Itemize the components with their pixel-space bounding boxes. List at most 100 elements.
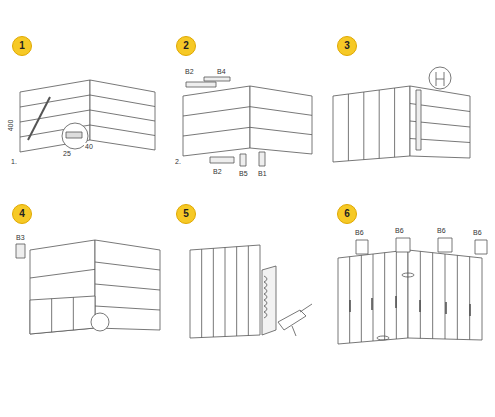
- door-line: [73, 297, 74, 330]
- part-label: B6: [472, 229, 483, 236]
- shelf-line: [250, 127, 312, 134]
- door-line: [236, 247, 237, 336]
- door-handle: [469, 304, 471, 316]
- door-handle: [371, 298, 373, 310]
- door-line: [348, 94, 349, 161]
- cabinet-face: [190, 245, 260, 338]
- door-line: [373, 254, 374, 341]
- door-line: [445, 254, 446, 339]
- door-line: [361, 255, 362, 342]
- part-label: 1.: [10, 158, 18, 165]
- door-line: [225, 248, 226, 337]
- shelf-line: [30, 269, 95, 278]
- door-line: [432, 253, 433, 339]
- part-label: B6: [394, 227, 405, 234]
- cabinet-face: [30, 240, 95, 334]
- detail-box: [438, 238, 452, 252]
- shelf-line: [183, 107, 250, 116]
- shelf-line: [95, 284, 160, 290]
- part-icon: [16, 244, 25, 258]
- glue-gun: [278, 304, 312, 336]
- part-label: B6: [436, 227, 447, 234]
- step-number: 6: [337, 204, 357, 224]
- part-label: 40: [84, 143, 94, 150]
- door-line: [394, 88, 395, 157]
- detail-inset: [91, 313, 109, 331]
- cabinet-face: [250, 86, 312, 154]
- plinth-part: [204, 77, 230, 81]
- part-label: 400: [7, 119, 14, 133]
- detail-box: [475, 240, 487, 254]
- part-label: B1: [257, 170, 268, 177]
- detail-box: [396, 238, 410, 252]
- step-label: 6: [344, 209, 350, 219]
- step-number: 3: [337, 36, 357, 56]
- door-handle: [395, 296, 397, 308]
- detail-box: [356, 240, 368, 254]
- plinth-part: [240, 154, 246, 166]
- cabinet-face: [183, 86, 250, 156]
- shelf-line: [90, 110, 155, 121]
- cabinet-face: [30, 296, 95, 334]
- part-label: B2: [212, 168, 223, 175]
- part-label: B5: [238, 170, 249, 177]
- door-line: [201, 249, 202, 337]
- step-label: 3: [344, 41, 350, 51]
- plinth-part: [259, 152, 265, 166]
- door-line: [420, 251, 421, 338]
- shelf-line: [90, 95, 155, 107]
- cabinet-face: [410, 86, 470, 158]
- door-handle: [445, 302, 447, 314]
- part-label: 25: [62, 150, 72, 157]
- cabinet-face: [20, 80, 90, 152]
- rail: [416, 90, 421, 150]
- shelf-line: [20, 95, 90, 107]
- cabinet-face: [90, 80, 155, 150]
- screwdriver: [28, 97, 50, 140]
- door-line: [469, 257, 470, 340]
- door-line: [396, 251, 397, 339]
- step-number: 2: [176, 36, 196, 56]
- door-line: [384, 253, 385, 340]
- seal-bead: [264, 276, 267, 318]
- door-handle: [349, 300, 351, 312]
- door-line: [363, 92, 364, 160]
- step-number: 1: [12, 36, 32, 56]
- cabinet-face: [333, 86, 410, 162]
- plinth-part: [186, 82, 216, 87]
- shelf-line: [183, 127, 250, 136]
- door-line: [379, 90, 380, 158]
- step-label: 4: [19, 209, 25, 219]
- cabinet-face: [408, 250, 482, 340]
- pivot: [377, 336, 389, 340]
- seal-strip: [262, 266, 276, 335]
- step-label: 1: [19, 41, 25, 51]
- door-line: [51, 299, 52, 332]
- part-label: 2.: [174, 158, 182, 165]
- part-label: B3: [15, 234, 26, 241]
- cabinet-face: [338, 250, 408, 344]
- step-label: 5: [183, 209, 189, 219]
- wall-plug: [66, 132, 82, 138]
- shelf-line: [95, 262, 160, 270]
- door-line: [248, 246, 249, 336]
- shelf-line: [95, 306, 160, 310]
- shelf-line: [20, 110, 90, 122]
- step-number: 5: [176, 204, 196, 224]
- door-line: [457, 255, 458, 339]
- detail-inset: [429, 67, 451, 89]
- door-handle: [419, 300, 421, 312]
- door-line: [349, 257, 350, 343]
- part-label: B2: [184, 68, 195, 75]
- door-line: [213, 248, 214, 337]
- pivot: [402, 273, 414, 277]
- shelf-line: [90, 125, 155, 136]
- part-label: B6: [354, 229, 365, 236]
- step-label: 2: [183, 41, 189, 51]
- shelf-line: [250, 107, 312, 116]
- hinge-detail: [436, 72, 444, 86]
- plinth-part: [210, 157, 234, 163]
- part-label: B4: [216, 68, 227, 75]
